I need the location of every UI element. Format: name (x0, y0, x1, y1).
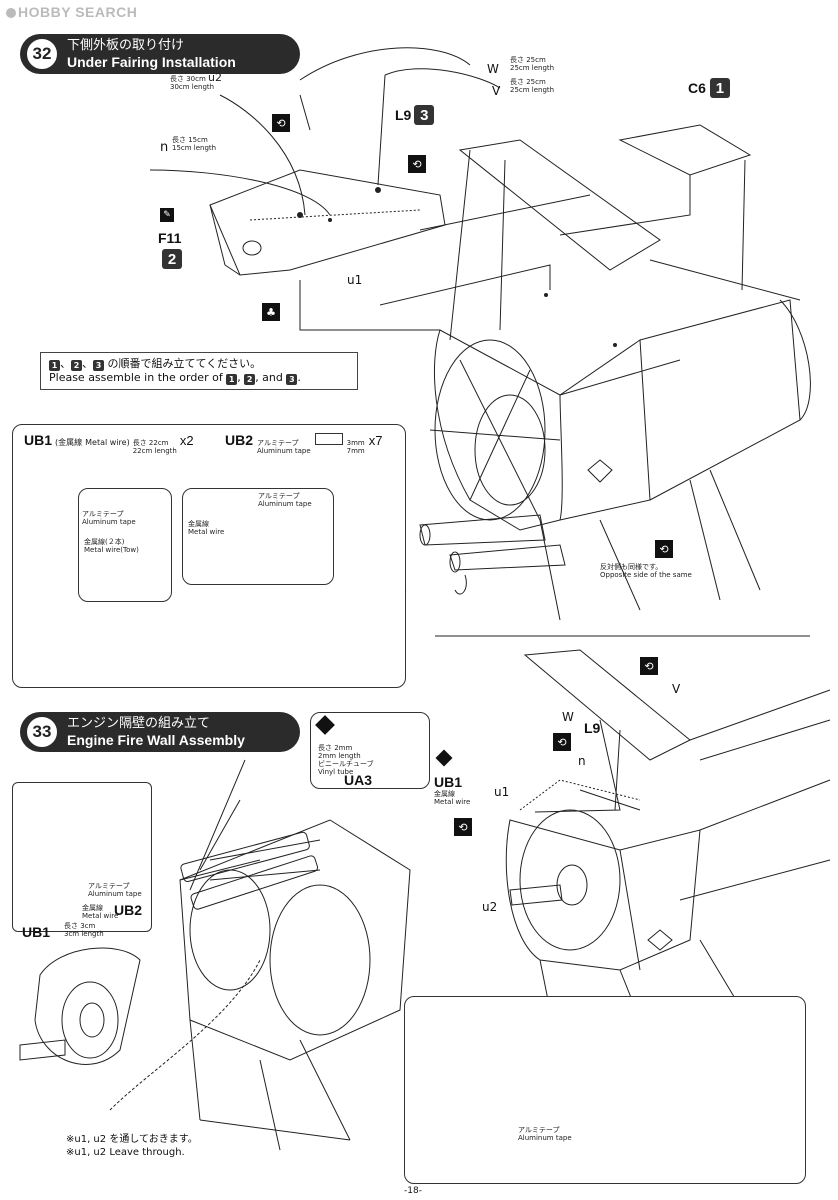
glue-icon: ✎ (160, 208, 174, 222)
part-f11-label: F11 (158, 230, 182, 246)
part-w-label: W (487, 62, 499, 76)
bend-icon: ⟲ (408, 155, 426, 173)
step-33-title-jp: エンジン隔壁の組み立て (67, 716, 211, 731)
order-note-jp: の順番で組み立ててください。 (107, 357, 262, 370)
step-33-header: 33 エンジン隔壁の組み立て Engine Fire Wall Assembly (20, 712, 300, 752)
bend-icon: ⟲ (553, 733, 571, 751)
cement-icon: ♣ (262, 303, 280, 321)
ub2-label: UB2 (114, 902, 143, 918)
part-n-label: n (160, 140, 169, 155)
ua3-spec: 長さ 2mm 2mm length ビニールチューブ Vinyl tube (318, 744, 374, 776)
ua3-label: UA3 (344, 772, 373, 788)
part-v-label: V (492, 84, 501, 98)
bend-icon: ⟲ (272, 114, 290, 132)
right-w-label: W (562, 710, 574, 724)
right-v-label: V (672, 682, 681, 696)
bottom-detail-inset (404, 996, 806, 1184)
right-u2-label: u2 (482, 900, 498, 914)
assembly-order-note: 1、2、3 の順番で組み立ててください。 Please assemble in … (40, 352, 358, 390)
l9-order-badge: 3 (414, 105, 435, 125)
ub-detail-inset-right (182, 488, 334, 585)
bend-icon: ⟲ (640, 657, 658, 675)
part-u2-length: 長さ 30cm u2 30cm length (170, 71, 223, 91)
f11-order-badge: 2 (162, 249, 182, 269)
ub1-label: UB1 (434, 774, 463, 790)
part-l9-label: L9 3 (395, 105, 435, 125)
c6-order-badge: 1 (709, 78, 730, 98)
right-n-label: n (578, 754, 586, 768)
f11-glue-icon: ✎ (160, 208, 174, 222)
u1-u2-note: ※u1, u2 を通しておきます。 ※u1, u2 Leave through. (66, 1134, 198, 1158)
right-u1-label: u1 (494, 785, 510, 799)
part-u1-label: u1 (347, 273, 363, 287)
opposite-side-note: 反対側も同様です。 Opposite side of the same (600, 563, 692, 579)
bend-icon: ⟲ (454, 818, 472, 836)
wire-two-label: 金属線(２本)Metal wire(Tow) (84, 538, 139, 554)
step-33-title-en: Engine Fire Wall Assembly (67, 732, 245, 748)
part-c6-label: C6 1 (688, 78, 730, 98)
page-number: -18- (404, 1186, 422, 1196)
ub1b-label: UB1 (22, 924, 51, 940)
watermark: HOBBY SEARCH (6, 4, 137, 20)
ub-install-inset (12, 782, 152, 932)
step-32-header: 32 下側外板の取り付け Under Fairing Installation (20, 34, 300, 74)
step-32-title-jp: 下側外板の取り付け (67, 38, 185, 53)
step-33-number: 33 (25, 715, 59, 749)
order-note-en: Please assemble in the order of (49, 371, 223, 384)
bend-icon: ⟲ (655, 540, 673, 558)
step-32-title-en: Under Fairing Installation (67, 54, 236, 70)
right-l9-label: L9 (584, 720, 601, 736)
ub-detail-inset-left (78, 488, 172, 602)
step-32-number: 32 (25, 37, 59, 71)
